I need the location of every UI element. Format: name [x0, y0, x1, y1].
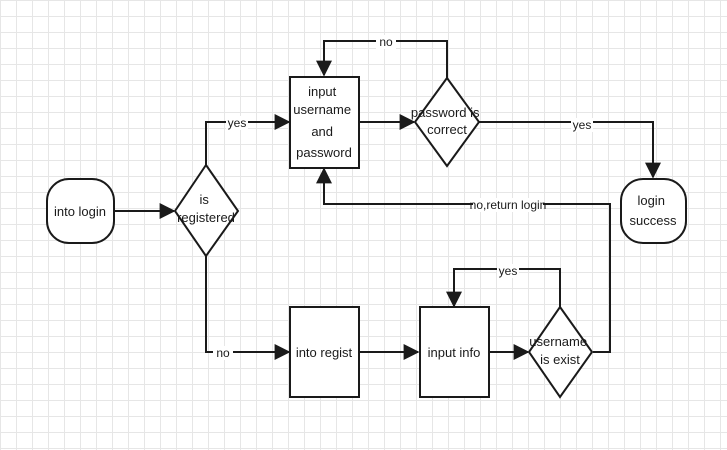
- edge-label-yes: yes: [573, 118, 592, 132]
- node-label: into login: [54, 204, 106, 219]
- node-label: input username and password: [293, 84, 354, 160]
- edge-label-yes: yes: [499, 264, 518, 278]
- node-label: is registered: [177, 192, 235, 225]
- node-label: input info: [428, 345, 481, 360]
- node-login-success: login success: [620, 178, 687, 244]
- edge-label-yes: yes: [228, 116, 247, 130]
- node-label: password is correct: [411, 105, 483, 137]
- edge-label-no: no: [216, 346, 230, 360]
- node-input-info: input info: [419, 306, 490, 398]
- edge-registered-no: [205, 256, 291, 360]
- node-is-registered: is registered: [173, 163, 240, 258]
- edge-return-login: [316, 167, 611, 353]
- edge-password-yes: [479, 121, 661, 179]
- node-username-is-exist: username is exist: [527, 305, 594, 399]
- edge-label-no: no: [379, 35, 393, 49]
- node-input-username-password: input username and password: [289, 76, 360, 169]
- node-label: username is exist: [529, 334, 590, 367]
- node-label: into regist: [296, 345, 353, 360]
- node-password-is-correct: password is correct: [411, 76, 483, 168]
- node-into-regist: into regist: [289, 306, 360, 398]
- node-label: login success: [630, 193, 677, 228]
- edge-label-return-login: no,return login: [470, 198, 547, 212]
- edge-registered-yes: [205, 114, 291, 165]
- node-into-login: into login: [46, 178, 115, 244]
